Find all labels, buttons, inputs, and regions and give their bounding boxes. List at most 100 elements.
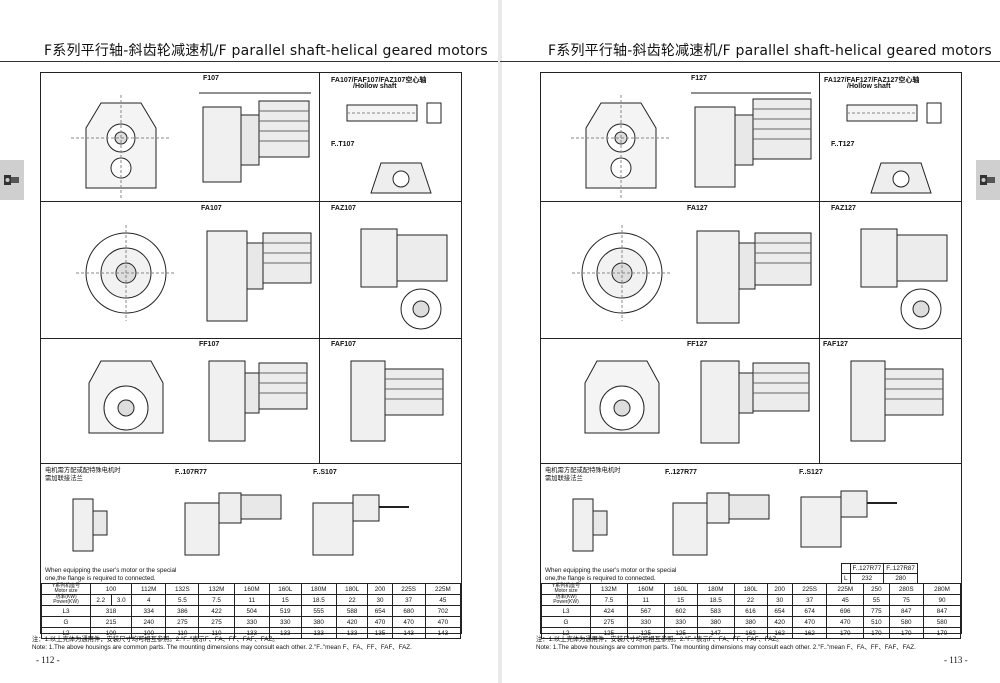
table-cell: 380 (696, 616, 735, 628)
table-cell: 200 (367, 583, 393, 595)
divider (41, 463, 461, 464)
table-cell: 143 (391, 627, 426, 639)
faz-side-view (360, 228, 448, 330)
r77-r87-table: F..127R77 F..127R87 L 232 280 (841, 563, 918, 584)
panel-label-ff: FF127 (687, 341, 708, 348)
fa-side-view (206, 230, 312, 322)
table-cell: 133 (300, 627, 337, 639)
table-cell (841, 563, 851, 574)
table-cell: 170 (923, 627, 961, 639)
page-title: F系列平行轴-斜齿轮减速机/F parallel shaft-helical g… (44, 43, 488, 59)
divider (819, 73, 820, 338)
table-cell: 5.5 (165, 594, 200, 606)
table-cell: 180L (335, 583, 369, 595)
r77-combo-view (184, 492, 282, 556)
table-cell: 37 (791, 594, 828, 606)
divider (541, 463, 961, 464)
table-cell: 143 (424, 627, 462, 639)
table-cell: 583 (696, 605, 735, 617)
table-cell: 11 (233, 594, 270, 606)
table-row: L 232 280 (841, 573, 918, 584)
table-cell: 470 (424, 616, 462, 628)
table-cell: 225S (391, 583, 426, 595)
motor-note-cn-2: 需加联接法兰 (545, 475, 583, 482)
torque-arm-view (870, 162, 932, 194)
table-cell: 422 (198, 605, 235, 617)
table-cell: 380 (300, 616, 337, 628)
table-cell: 510 (863, 616, 890, 628)
gear-motor-icon (980, 175, 995, 185)
table-cell: 567 (626, 605, 665, 617)
table-cell: 45 (424, 594, 462, 606)
table-cell: 180M (696, 583, 735, 595)
gear-motor-icon (4, 175, 19, 185)
table-row: 功率(KW)Power(KW) 2.2 3.0 4 5.5 7.5 11 15 … (41, 594, 462, 606)
fa-side-view (696, 230, 812, 324)
panel-label-fs: F..S107 (313, 469, 337, 476)
table-cell: 100 (89, 583, 133, 595)
table-cell: 602 (663, 605, 698, 617)
table-cell: 215 (89, 616, 133, 628)
s-combo-view (800, 490, 897, 548)
table-cell: 30 (367, 594, 393, 606)
table-cell: 15 (663, 594, 698, 606)
row-label: L3 (541, 605, 591, 617)
table-cell: 30 (766, 594, 793, 606)
table-cell: 380 (733, 616, 768, 628)
table-cell: 11 (626, 594, 665, 606)
table-row: L2 100 100 110 110 133 133 133 133 135 1… (41, 627, 462, 639)
table-cell: 4 (131, 594, 167, 606)
table-cell: 225M (424, 583, 462, 595)
footnote-en: Note: 1.The above housings are common pa… (536, 644, 916, 651)
panel-label-ff: FF107 (199, 341, 220, 348)
table-cell: 330 (626, 616, 665, 628)
table-cell: 170 (863, 627, 890, 639)
table-cell: 162 (766, 627, 793, 639)
table-cell: 162 (791, 627, 828, 639)
table-cell: 170 (826, 627, 865, 639)
header-rule (500, 61, 1000, 62)
table-cell: 225S (791, 583, 828, 595)
table-cell: 100 (89, 627, 133, 639)
motor-note-en-2: one,the flange is required to connected. (45, 575, 156, 582)
table-cell: 275 (198, 616, 235, 628)
table-cell: F..127R77 (849, 563, 885, 574)
table-cell: 3.0 (110, 594, 133, 606)
panel-label-f: F127 (691, 75, 707, 82)
table-row: 功率(KW)Power(KW) 7.5 11 15 18.5 22 30 37 … (541, 594, 961, 606)
motor-note-en-2: one,the flange is required to connected. (545, 575, 656, 582)
motor-note-en-1: When equipping the user's motor or the s… (45, 567, 177, 574)
hollow-shaft-section (846, 102, 942, 124)
table-cell: 100 (131, 627, 167, 639)
panel-label-f: F107 (203, 75, 219, 82)
table-cell: 334 (131, 605, 167, 617)
gearmotor-side-view (691, 92, 812, 188)
row-label: G (541, 616, 591, 628)
table-cell: 18.5 (300, 594, 337, 606)
table-cell: 519 (268, 605, 302, 617)
table-header-label: 功率(KW)Power(KW) (41, 594, 91, 606)
table-cell: 160L (268, 583, 302, 595)
table-cell: 674 (791, 605, 828, 617)
s-combo-view (312, 494, 409, 556)
table-cell: 15 (268, 594, 302, 606)
row-label: L2 (541, 627, 591, 639)
table-cell: 580 (923, 616, 961, 628)
panel-label-fs: F..S127 (799, 469, 823, 476)
table-cell: 170 (888, 627, 925, 639)
table-cell: 470 (791, 616, 828, 628)
table-row: L2 125 125 125 147 162 162 162 170 170 1… (541, 627, 961, 639)
flange-kit-view (72, 498, 108, 552)
table-cell: 330 (268, 616, 302, 628)
panel-label-fr77: F..107R77 (175, 469, 207, 476)
table-cell: 280S (888, 583, 925, 595)
housing-front-view (71, 95, 171, 198)
panel-label-hollow-shaft: /Hollow shaft (353, 83, 397, 90)
table-cell: 37 (391, 594, 426, 606)
faz-side-view (860, 228, 948, 330)
panel-label-fr77: F..127R77 (665, 469, 697, 476)
